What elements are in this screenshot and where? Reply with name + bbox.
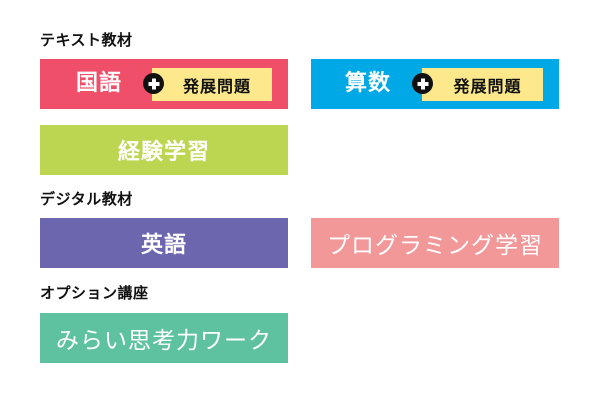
plus-circle-icon — [143, 73, 164, 94]
tile-experiential-learning-label: 経験学習 — [117, 140, 210, 165]
tile-japanese[interactable]: 国語 発展問題 — [40, 59, 288, 109]
tile-programming[interactable]: プログラミング学習 — [311, 218, 559, 268]
section-heading-text-materials: テキスト教材 — [40, 31, 133, 49]
plus-circle-icon — [412, 73, 433, 94]
math-advanced-problems-badge[interactable]: 発展問題 — [422, 68, 543, 101]
japanese-advanced-problems-badge[interactable]: 発展問題 — [152, 68, 272, 101]
tile-mirai-thinking-work[interactable]: みらい思考力ワーク — [40, 313, 288, 363]
tile-english[interactable]: 英語 — [40, 218, 288, 268]
math-advanced-problems-label: 発展問題 — [453, 76, 522, 96]
japanese-advanced-problems-label: 発展問題 — [182, 76, 251, 96]
section-heading-optional-courses: オプション講座 — [40, 284, 149, 302]
tile-mirai-thinking-work-label: みらい思考力ワーク — [56, 328, 272, 354]
tile-japanese-label: 国語 — [76, 71, 123, 96]
tile-math[interactable]: 算数 発展問題 — [311, 59, 559, 109]
tile-math-label: 算数 — [345, 71, 392, 96]
tile-experiential-learning[interactable]: 経験学習 — [40, 125, 288, 175]
tile-programming-label: プログラミング学習 — [327, 233, 543, 259]
section-heading-digital-materials: デジタル教材 — [40, 190, 133, 208]
tile-english-label: 英語 — [140, 233, 187, 258]
